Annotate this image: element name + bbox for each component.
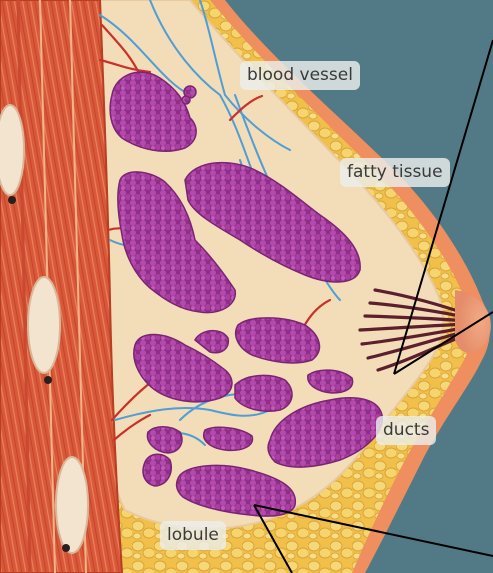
label-blood-vessel: blood vessel bbox=[240, 61, 360, 90]
rib bbox=[0, 105, 24, 195]
label-fatty-tissue: fatty tissue bbox=[340, 158, 450, 187]
rib bbox=[28, 277, 60, 373]
label-ducts: ducts bbox=[376, 416, 436, 445]
rib bbox=[56, 457, 88, 553]
label-lobule: lobule bbox=[160, 521, 226, 550]
